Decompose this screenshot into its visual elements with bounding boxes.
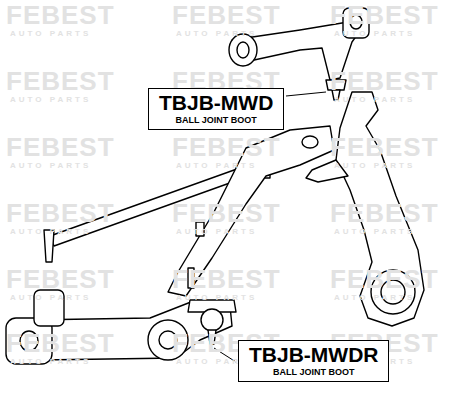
watermark-tagline: AUTO PARTS [334, 294, 415, 302]
watermark-tagline: AUTO PARTS [176, 228, 257, 236]
watermark-logo: FEBEST [6, 266, 115, 292]
watermark-logo: FEBEST [330, 266, 439, 292]
watermark-logo: FEBEST [330, 68, 439, 94]
lower-arm-hole [302, 136, 318, 148]
watermark-logo: FEBEST [172, 266, 281, 292]
watermark-logo: FEBEST [6, 200, 115, 226]
watermark-logo: FEBEST [6, 2, 115, 28]
upper-bushing [229, 34, 257, 66]
part-name: BALL JOINT BOOT [159, 115, 273, 126]
lower-ball-joint [201, 309, 223, 331]
watermark-logo: FEBEST [6, 68, 115, 94]
part-number-box: TBJB-MWDRBALL JOINT BOOT [238, 340, 389, 382]
watermark-tagline: AUTO PARTS [176, 162, 257, 170]
lower-arm [168, 126, 334, 296]
watermark-logo: FEBEST [172, 134, 281, 160]
watermark-logo: FEBEST [172, 2, 281, 28]
watermark-tagline: AUTO PARTS [10, 228, 91, 236]
watermark-tagline: AUTO PARTS [10, 358, 91, 366]
watermark-tagline: AUTO PARTS [176, 294, 257, 302]
watermark-logo: FEBEST [330, 134, 439, 160]
watermark-tagline: AUTO PARTS [10, 96, 91, 104]
watermark-logo: FEBEST [172, 200, 281, 226]
part-number: TBJB-MWDR [249, 343, 378, 367]
watermark-tagline: AUTO PARTS [176, 30, 257, 38]
watermark-tagline: AUTO PARTS [334, 96, 415, 104]
watermark-tagline: AUTO PARTS [334, 228, 415, 236]
part-number: TBJB-MWD [159, 91, 273, 115]
watermark-tagline: AUTO PARTS [334, 30, 415, 38]
upper-bushing-hole [237, 42, 249, 58]
watermark-tagline: AUTO PARTS [10, 294, 91, 302]
watermark-tagline: AUTO PARTS [10, 30, 91, 38]
watermark-logo: FEBEST [6, 330, 115, 356]
watermark-tagline: AUTO PARTS [334, 162, 415, 170]
watermark-logo: FEBEST [330, 200, 439, 226]
part-name: BALL JOINT BOOT [249, 367, 378, 378]
watermark-logo: FEBEST [6, 134, 115, 160]
watermark-tagline: AUTO PARTS [10, 162, 91, 170]
watermark-logo: FEBEST [330, 2, 439, 28]
part-number-box: TBJB-MWDBALL JOINT BOOT [148, 88, 284, 130]
leader-line [286, 92, 326, 96]
